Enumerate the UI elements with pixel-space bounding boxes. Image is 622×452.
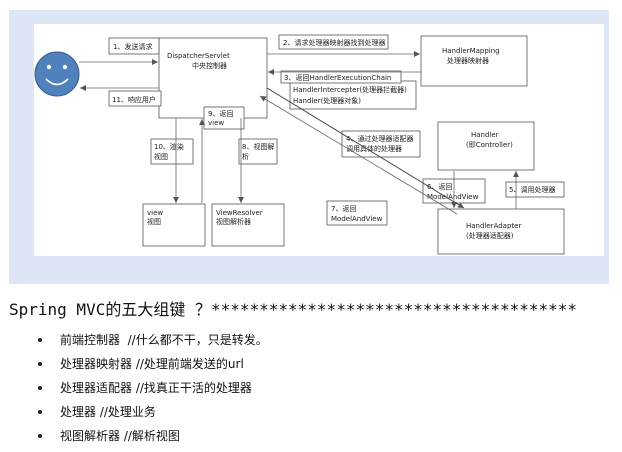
step6-label-line2: ModelAndView [427,193,479,201]
handler-subtitle: (即Controller) [466,141,513,149]
view-subtitle: 视图 [147,217,161,226]
step9-label-line1: 9、返回 [208,110,233,118]
arrow-step4 [266,87,465,209]
bullet-dot [38,362,42,366]
view-resolver-title: ViewResolver [216,209,263,217]
springmvc-flow-diagram: DispatcherServlet 中央控制器 HandlerMapping 处… [34,24,604,256]
list-item-text: 处理器 //处理业务 [60,405,156,419]
step7-label-line2: ModelAndView [331,215,383,223]
step6-label-line1: 6、返回 [427,183,452,191]
view-title: view [147,209,163,217]
step4-label-line1: 4、通过处理器适配器 [346,134,413,143]
list-item-text: 前端控制器 //什么都不干，只是转发。 [60,333,268,347]
step3-label: 3、返回HandlerExecutionChain [284,74,391,82]
step5-label-box [505,181,565,198]
user-smiley-icon [34,51,80,97]
list-item-text: 处理器适配器 //找真正干活的处理器 [60,381,252,395]
handler-title: Handler [471,131,499,139]
diagram-canvas: DispatcherServlet 中央控制器 HandlerMapping 处… [34,34,565,255]
bullet-dot [38,338,42,342]
step2-label-box [278,34,389,50]
handler-adapter-box [437,208,565,255]
view-resolver-box [211,203,285,247]
step10-label-box [150,138,194,165]
step11-label: 11、响应用户 [112,95,156,104]
bullet-dot [38,386,42,390]
list-item-text: 视图解析器 //解析视图 [60,429,180,443]
step10-label-line2: 视图 [154,152,168,161]
step1-label: 1、发送请求 [113,42,152,51]
step8-label-box [238,138,278,165]
step9-label-line2: view [208,119,224,127]
step4-label-line2: 调用具体的处理器 [346,144,402,153]
step3-label-box [280,70,402,84]
dispatcher-servlet-title: DispatcherServlet [167,52,230,60]
list-item-text: 处理器映射器 //处理前端发送的url [60,357,244,371]
bullet-dot [38,434,42,438]
execution-chain-box [289,80,417,110]
step10-label-line1: 10、渲染 [154,142,184,151]
diagram-panel: DispatcherServlet 中央控制器 HandlerMapping 处… [9,10,609,284]
step1-label-box [108,37,160,55]
handler-box [437,121,535,171]
execution-chain-line1: HandlerIntercepter(处理器拦截器) [293,85,407,94]
step7-label-line1: 7、返回 [331,205,356,213]
view-resolver-subtitle: 视图解析器 [216,217,251,226]
step5-label: 5、调用处理器 [509,185,555,194]
handler-adapter-subtitle: (处理器适配器) [466,231,514,240]
dispatcher-servlet-box [158,37,268,119]
step8-label-line2: 析 [242,152,249,161]
step8-label-line1: 8、视图解 [242,142,274,151]
handler-mapping-box [420,35,528,87]
step7-label-box [326,200,388,226]
step9-label-box [203,106,245,130]
view-box [142,203,206,247]
handler-mapping-title: HandlerMapping [442,47,500,55]
handler-mapping-subtitle: 处理器映射器 [447,56,489,65]
bullet-dot [38,410,42,414]
section-heading: Spring MVC的五大组键 ？***********************… [9,300,578,319]
dispatcher-servlet-subtitle: 中央控制器 [192,61,227,70]
step11-label-box [108,90,162,107]
step2-label: 2、请求处理器映射器找到处理器 [283,38,385,47]
handler-adapter-title: HandlerAdapter [466,222,521,230]
execution-chain-line2: Handler(处理器对象) [293,96,361,105]
arrow-step7 [259,95,458,215]
